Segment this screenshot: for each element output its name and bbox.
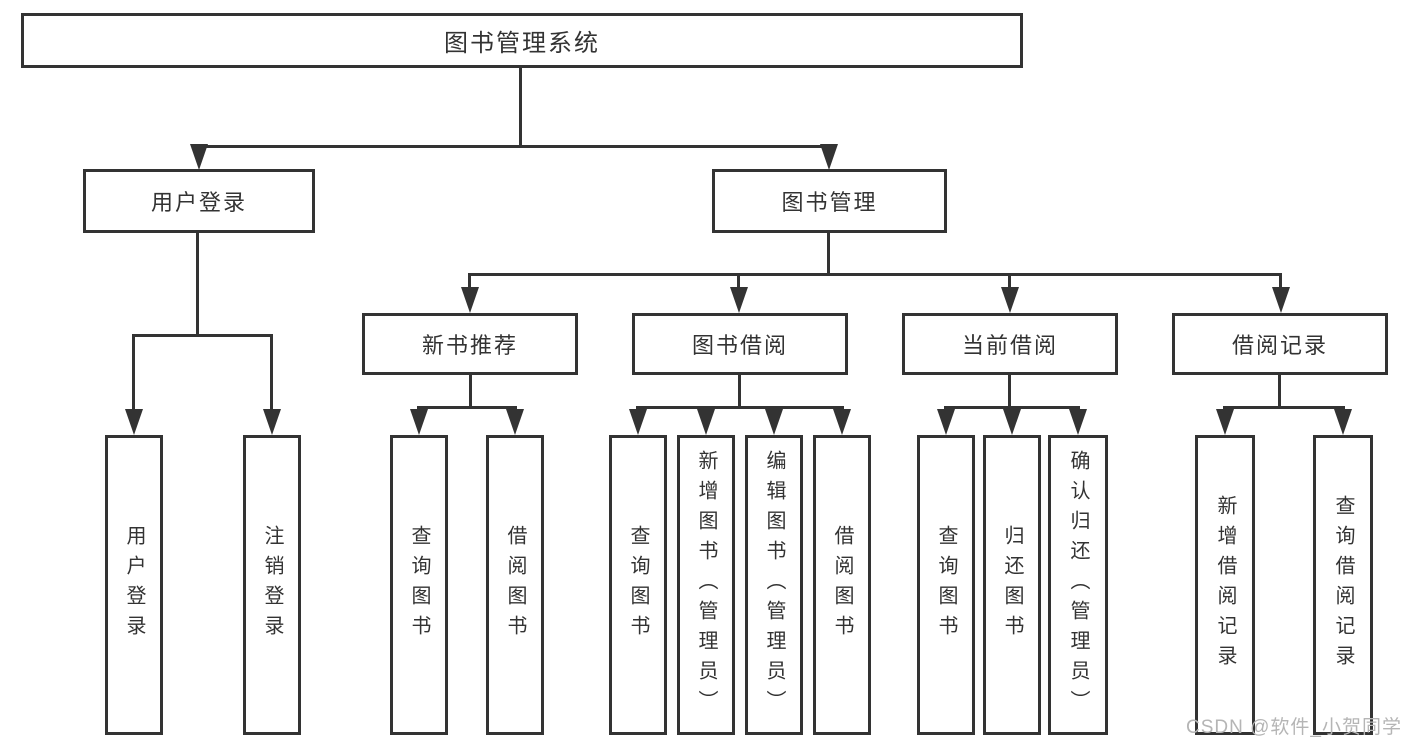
leaf-label: 新增借阅记录 (1214, 495, 1236, 675)
connector-g3-hline (944, 406, 1080, 409)
leaf-query-books: 查询图书 (390, 435, 448, 735)
connector-level1-hline (197, 145, 832, 148)
arrowhead-icon (833, 409, 851, 435)
leaf-confirm-return-admin: 确认归还（管理员） (1048, 435, 1108, 735)
connector-root-stem (519, 68, 522, 145)
arrowhead-icon (1069, 409, 1087, 435)
leaf-label: 编辑图书（管理员） (763, 450, 785, 720)
connector-g1-stem (469, 375, 472, 406)
watermark: CSDN @软件_小贺同学 (1186, 717, 1402, 738)
leaf-label: 借阅图书 (831, 525, 853, 645)
leaf-borrow-books: 借阅图书 (813, 435, 871, 735)
node-book-management: 图书管理 (712, 169, 947, 233)
leaf-label: 确认归还（管理员） (1067, 450, 1089, 720)
arrowhead-icon (765, 409, 783, 435)
leaf-label: 归还图书 (1001, 525, 1023, 645)
node-current-borrowing: 当前借阅 (902, 313, 1118, 375)
leaf-user-login: 用户登录 (105, 435, 163, 735)
arrowhead-icon (1334, 409, 1352, 435)
connector-g1-hline (417, 406, 517, 409)
node-borrowing-records: 借阅记录 (1172, 313, 1388, 375)
leaf-logout: 注销登录 (243, 435, 301, 735)
connector-user-hline (132, 334, 273, 337)
leaf-add-borrow-record: 新增借阅记录 (1195, 435, 1255, 735)
arrowhead-icon (125, 409, 143, 435)
connector-mgmt-stem (827, 233, 830, 273)
leaf-query-books: 查询图书 (917, 435, 975, 735)
connector-mgmt-drop2 (737, 273, 740, 289)
leaf-query-borrow-record: 查询借阅记录 (1313, 435, 1373, 735)
connector-g4-stem (1278, 375, 1281, 406)
node-library-management-system: 图书管理系统 (21, 13, 1023, 68)
arrowhead-icon (1003, 409, 1021, 435)
arrowhead-icon (1272, 287, 1290, 313)
leaf-label: 查询借阅记录 (1332, 495, 1354, 675)
arrowhead-icon (629, 409, 647, 435)
connector-g2-stem (738, 375, 741, 406)
arrowhead-icon (263, 409, 281, 435)
connector-user-drop-right (270, 334, 273, 411)
leaf-label: 查询图书 (408, 525, 430, 645)
leaf-query-books: 查询图书 (609, 435, 667, 735)
arrowhead-icon (820, 144, 838, 170)
node-user-login: 用户登录 (83, 169, 315, 233)
arrowhead-icon (730, 287, 748, 313)
leaf-borrow-books: 借阅图书 (486, 435, 544, 735)
connector-g4-hline (1223, 406, 1345, 409)
connector-mgmt-drop3 (1008, 273, 1011, 289)
leaf-return-books: 归还图书 (983, 435, 1041, 735)
connector-mgmt-drop4 (1279, 273, 1282, 289)
arrowhead-icon (190, 144, 208, 170)
arrowhead-icon (937, 409, 955, 435)
arrowhead-icon (1216, 409, 1234, 435)
node-new-book-recommend: 新书推荐 (362, 313, 578, 375)
arrowhead-icon (461, 287, 479, 313)
connector-user-stem (196, 233, 199, 334)
leaf-label: 用户登录 (123, 525, 145, 645)
leaf-label: 查询图书 (935, 525, 957, 645)
leaf-label: 注销登录 (261, 525, 283, 645)
leaf-label: 借阅图书 (504, 525, 526, 645)
connector-mgmt-drop1 (468, 273, 471, 289)
leaf-label: 新增图书（管理员） (695, 450, 717, 720)
arrowhead-icon (697, 409, 715, 435)
arrowhead-icon (410, 409, 428, 435)
connector-user-drop-left (132, 334, 135, 411)
leaf-add-books-admin: 新增图书（管理员） (677, 435, 735, 735)
connector-mgmt-hline (468, 273, 1282, 276)
connector-g2-hline (636, 406, 844, 409)
arrowhead-icon (1001, 287, 1019, 313)
node-book-borrowing: 图书借阅 (632, 313, 848, 375)
connector-g3-stem (1008, 375, 1011, 406)
leaf-edit-books-admin: 编辑图书（管理员） (745, 435, 803, 735)
leaf-label: 查询图书 (627, 525, 649, 645)
arrowhead-icon (506, 409, 524, 435)
